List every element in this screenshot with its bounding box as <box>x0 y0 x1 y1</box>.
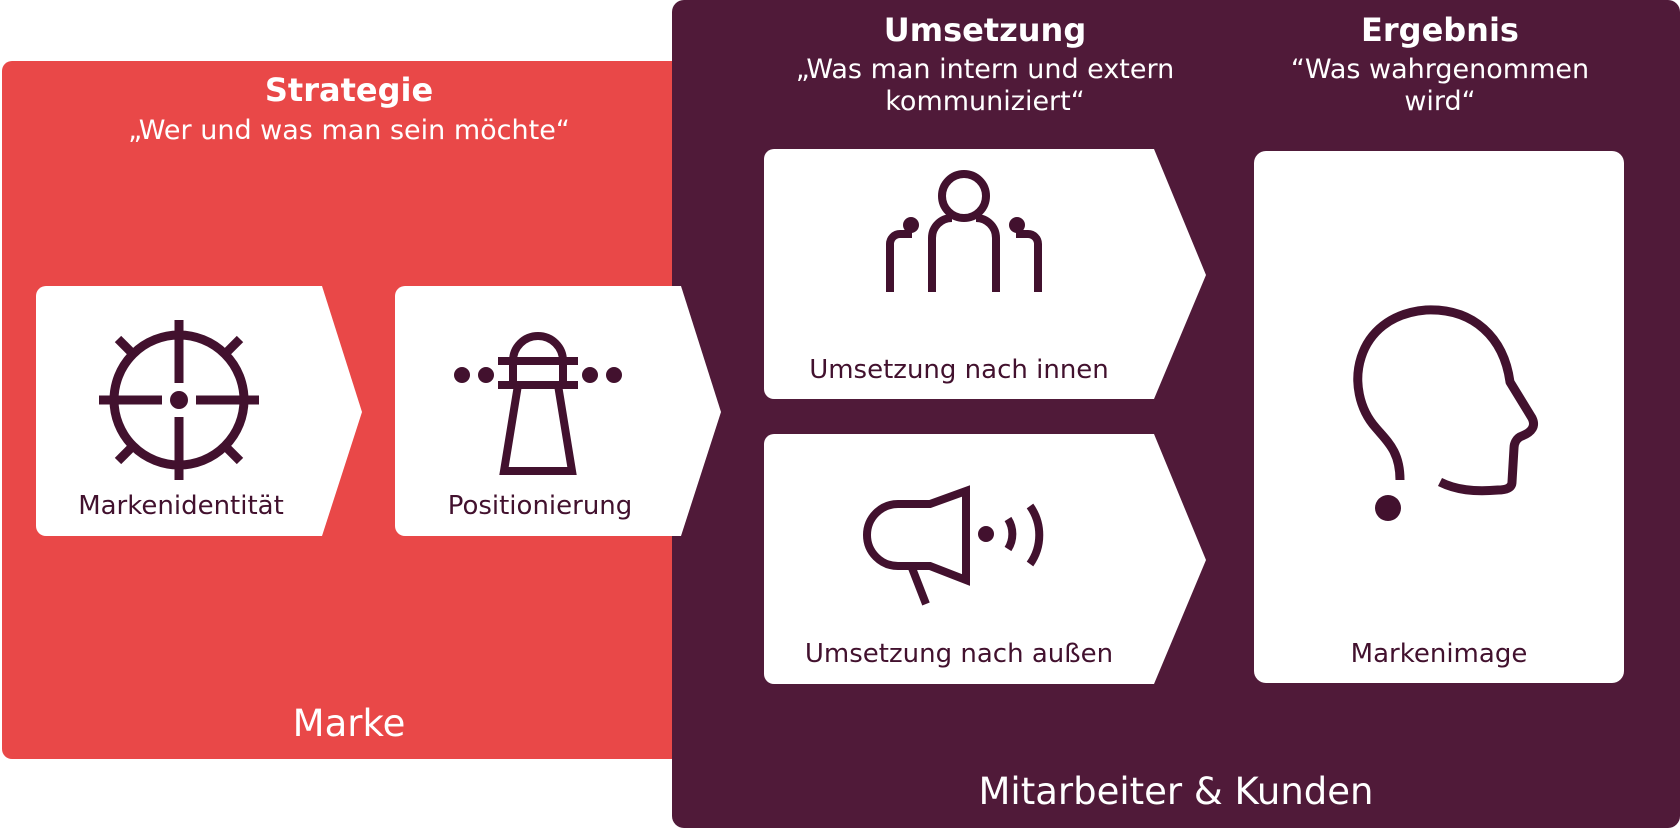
markenimage-label: Markenimage <box>1350 639 1528 669</box>
megaphone-icon <box>863 485 1044 606</box>
umsetzung-aussen-label: Umsetzung nach außen <box>804 639 1114 669</box>
lighthouse-icon <box>454 332 622 475</box>
umsetzung-innen-card <box>764 149 1206 399</box>
positionierung-label: Positionierung <box>447 491 633 521</box>
markenimage-card <box>1254 151 1624 683</box>
result-title: Ergebnis <box>1361 11 1519 49</box>
result-footer: Mitarbeiter & Kunden <box>978 770 1374 813</box>
crosshair-icon <box>99 320 259 480</box>
markenidentitaet-card <box>36 286 362 536</box>
implementation-subtitle-line1: „Was man intern und extern <box>795 54 1175 85</box>
head-profile-icon <box>1353 305 1538 521</box>
strategy-subtitle: „Wer und was man sein möchte“ <box>128 115 570 146</box>
implementation-title: Umsetzung <box>883 11 1087 49</box>
positionierung-card <box>395 286 721 536</box>
strategy-footer: Marke <box>292 702 406 745</box>
result-subtitle-line1: “Was wahrgenommen <box>1290 54 1590 85</box>
implementation-subtitle-line2: kommuniziert“ <box>885 86 1085 117</box>
people-group-icon <box>886 170 1042 292</box>
umsetzung-aussen-card <box>764 434 1206 684</box>
strategy-title: Strategie <box>264 71 434 109</box>
markenidentitaet-label: Markenidentität <box>78 491 284 521</box>
umsetzung-innen-label: Umsetzung nach innen <box>809 355 1109 385</box>
result-subtitle-line2: wird“ <box>1404 86 1476 117</box>
